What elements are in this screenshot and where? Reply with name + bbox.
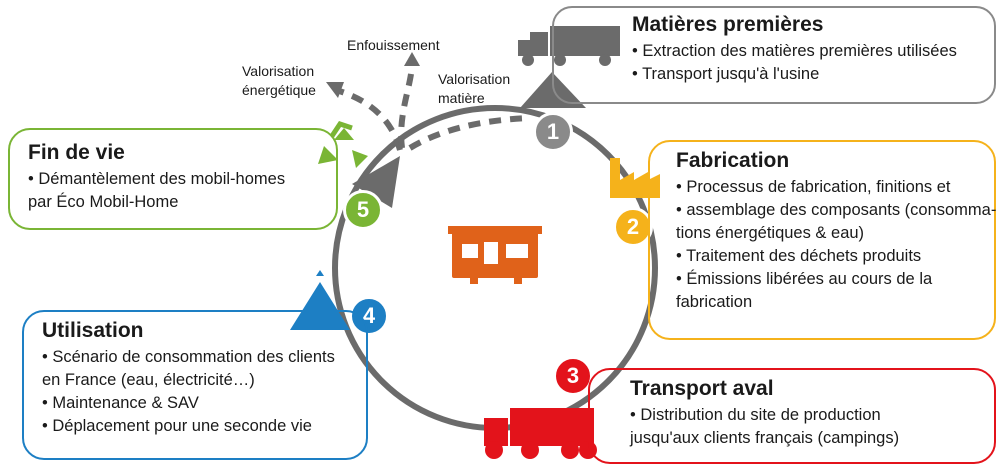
- label-enfouissement: Enfouissement: [347, 37, 440, 53]
- stage-items: Distribution du site de production jusqu…: [630, 404, 988, 450]
- cycle-arrowhead: [352, 156, 400, 208]
- path-valorisation-matiere: [408, 115, 531, 151]
- mobile-home-icon: [448, 226, 542, 284]
- stage-items: Scénario de consommation des clients en …: [42, 346, 360, 438]
- stage-item: Déplacement pour une seconde vie: [42, 415, 360, 438]
- stage-box-utilisation: Utilisation Scénario de consommation des…: [22, 310, 368, 460]
- path-enfouissement: [398, 65, 415, 149]
- label-valorisation-energetique: Valorisation énergétique: [242, 63, 316, 98]
- stage-item-continuation: jusqu'aux clients français (campings): [630, 429, 900, 447]
- tent-icon: [290, 270, 350, 330]
- arrow-enfouissement-head: [404, 52, 420, 66]
- stage-title: Matières premières: [632, 13, 824, 36]
- stage-item: assemblage des composants (consomma-: [676, 199, 996, 222]
- stage-box-matieres-premieres: Matières premières Extraction des matièr…: [552, 6, 996, 104]
- stage-number-3: 3: [553, 356, 593, 396]
- stage-item: Maintenance & SAV: [42, 392, 360, 415]
- stage-box-transport-aval: Transport aval Distribution du site de p…: [588, 368, 996, 464]
- path-valorisation-energetique: [335, 87, 403, 151]
- stage-item: Émissions libérées au cours de la: [676, 268, 988, 291]
- recycle-icon: [318, 121, 368, 168]
- end-of-life-paths: [335, 65, 531, 151]
- stage-title: Fabrication: [676, 149, 790, 172]
- stage-title: Fin de vie: [28, 141, 125, 164]
- stage-item: Traitement des déchets produits: [676, 245, 988, 268]
- stage-item: Extraction des matières premières utilis…: [632, 40, 984, 63]
- stage-item: Scénario de consommation des clients: [42, 346, 360, 369]
- stage-items: Démantèlement des mobil-homes par Éco Mo…: [28, 168, 330, 214]
- stage-item: Distribution du site de production: [630, 404, 988, 427]
- stage-item: Processus de fabrication, finitions et: [676, 176, 988, 199]
- stage-item-continuation: tions énergétiques & eau): [676, 224, 865, 242]
- stage-items: Processus de fabrication, finitions et a…: [676, 176, 996, 314]
- stage-number-1: 1: [533, 112, 573, 152]
- stage-title: Utilisation: [42, 319, 144, 342]
- stage-items: Extraction des matières premières utilis…: [632, 40, 984, 86]
- stage-item: Transport jusqu'à l'usine: [632, 63, 984, 86]
- stage-number-2: 2: [613, 207, 653, 247]
- stage-item-continuation: en France (eau, électricité…): [42, 371, 255, 389]
- label-valorisation-matiere: Valorisation matière: [438, 71, 511, 106]
- stage-item-continuation: par Éco Mobil-Home: [28, 193, 179, 211]
- factory-icon: [610, 158, 660, 198]
- stage-box-fin-de-vie: Fin de vie Démantèlement des mobil-homes…: [8, 128, 338, 230]
- stage-item: Démantèlement des mobil-homes: [28, 168, 330, 191]
- arrow-valorisation-energetique-head: [326, 82, 344, 98]
- stage-number-5: 5: [343, 190, 383, 230]
- stage-item-continuation: fabrication: [676, 293, 753, 311]
- stage-box-fabrication: Fabrication Processus de fabrication, fi…: [648, 140, 996, 340]
- stage-title: Transport aval: [630, 377, 774, 400]
- truck-icon: [484, 408, 597, 459]
